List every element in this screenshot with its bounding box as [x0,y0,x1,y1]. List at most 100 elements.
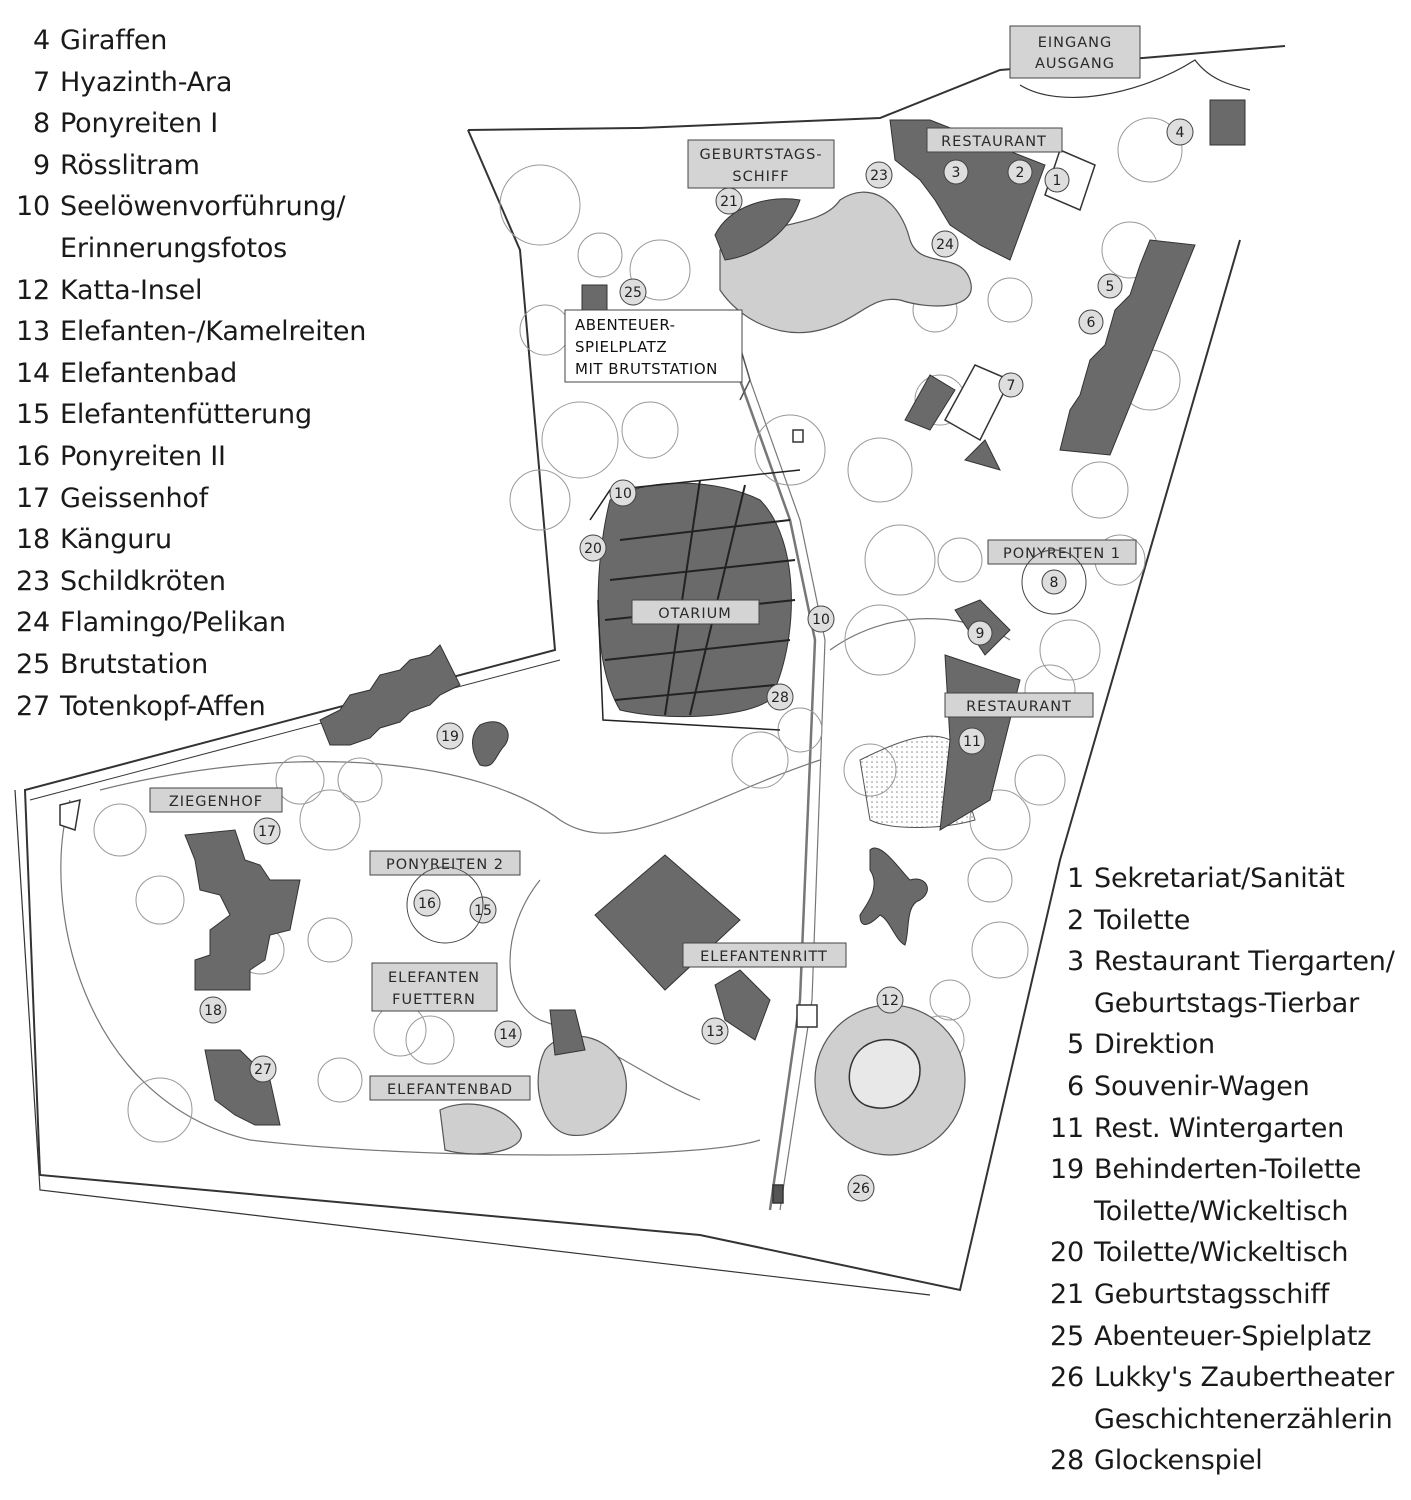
svg-text:RESTAURANT: RESTAURANT [966,699,1072,715]
legend-number: 26 [1050,1362,1084,1394]
svg-text:23: 23 [870,168,888,184]
legend-text: Elefantenbad [60,357,238,389]
legend-text: Direktion [1094,1029,1215,1061]
badge-10b: 10 [807,605,835,633]
svg-text:6: 6 [1087,315,1096,331]
svg-text:10: 10 [812,612,830,628]
legend-text: Ponyreiten I [60,108,219,140]
svg-text:1: 1 [1053,173,1062,189]
svg-text:4: 4 [1176,125,1185,141]
legend-text: Schildkröten [60,565,226,597]
legend-text: Rösslitram [60,149,200,181]
legend-number: 10 [16,191,50,223]
legend-number: 15 [16,399,50,431]
legend-text: Seelöwenvorführung/ [60,191,346,223]
restaurant-north-label: RESTAURANT [926,127,1063,153]
legend-number: 8 [33,108,50,140]
badge-6: 6 [1078,309,1104,335]
svg-text:ELEFANTEN: ELEFANTEN [388,970,480,986]
legend-number: 7 [33,66,50,98]
svg-text:GEBURTSTAGS-: GEBURTSTAGS- [699,147,822,163]
legend-text: Sekretariat/Sanität [1094,863,1345,894]
legend-number: 16 [16,440,50,472]
legend-text: Geissenhof [60,482,209,514]
badge-1: 1 [1044,167,1070,193]
badge-25: 25 [619,278,647,306]
legend-text: Geburtstagsschiff [1094,1278,1330,1310]
legend-number: 11 [1050,1112,1084,1144]
badge-17: 17 [253,817,281,845]
legend-text: Toilette [1094,904,1191,936]
legend-text: Souvenir-Wagen [1094,1070,1310,1102]
svg-text:ELEFANTENRITT: ELEFANTENRITT [700,949,828,965]
badge-9: 9 [967,620,993,646]
badge-21: 21 [715,187,743,215]
badge-20: 20 [579,534,607,562]
legend-text: Elefantenfütterung [60,399,312,431]
legend-number: 21 [1050,1278,1084,1310]
svg-text:EINGANG: EINGANG [1038,35,1113,51]
svg-text:21: 21 [720,194,738,210]
svg-text:13: 13 [706,1024,724,1040]
svg-text:PONYREITEN 1: PONYREITEN 1 [1003,546,1121,562]
svg-text:26: 26 [852,1181,870,1197]
legend-text: Giraffen [60,25,168,56]
legend-text: Elefanten-/Kamelreiten [60,316,367,348]
legend-text: Erinnerungsfotos [60,232,288,264]
badge-11: 11 [958,727,986,755]
legend-number: 9 [33,149,50,181]
svg-text:PONYREITEN 2: PONYREITEN 2 [386,857,504,873]
badge-2: 2 [1007,159,1033,185]
svg-text:ELEFANTENBAD: ELEFANTENBAD [387,1082,513,1098]
svg-text:10: 10 [614,486,632,502]
adventure-playground-label: ABENTEUER- SPIELPLATZ MIT BRUTSTATION [564,309,743,383]
svg-text:27: 27 [254,1062,272,1078]
legend-number: 19 [1050,1154,1084,1186]
legend-text: Geschichtenerzählerin [1094,1403,1393,1435]
svg-text:2: 2 [1016,165,1025,181]
ponyreiten-2-label: PONYREITEN 2 [369,850,521,876]
badge-26: 26 [847,1174,875,1202]
badge-28: 28 [766,683,794,711]
svg-text:11: 11 [963,734,981,750]
legend-number: 5 [1067,1029,1084,1061]
legend-number: 25 [16,648,50,680]
elefantenbad-label: ELEFANTENBAD [369,1075,531,1101]
badge-4: 4 [1166,118,1194,146]
legend-number: 23 [16,565,50,597]
walking-paths [60,379,1011,1211]
legend-number: 17 [16,482,50,514]
svg-text:ZIEGENHOF: ZIEGENHOF [169,794,263,810]
badge-27: 27 [249,1055,277,1083]
badge-10a: 10 [609,479,637,507]
legend-number: 3 [1067,946,1084,978]
legend-number: 28 [1050,1445,1084,1477]
legend-text: Rest. Wintergarten [1094,1112,1345,1144]
legend-number: 4 [33,25,50,56]
svg-text:12: 12 [881,993,899,1009]
badge-23: 23 [865,161,893,189]
svg-text:16: 16 [418,896,436,912]
legend-text: Restaurant Tiergarten/ [1094,946,1395,978]
legend-number: 24 [16,607,50,639]
legend-text: Behinderten-Toilette [1094,1154,1362,1186]
legend-number: 18 [16,524,50,556]
legend-text: Hyazinth-Ara [60,66,233,98]
svg-text:9: 9 [976,626,985,642]
pony-rings [406,549,1087,944]
legend-number: 25 [1050,1320,1084,1352]
legend-text: Känguru [60,524,172,556]
badge-13: 13 [701,1017,729,1045]
legend-text: Toilette/Wickeltisch [1094,1237,1349,1269]
svg-text:28: 28 [771,690,789,706]
svg-text:20: 20 [584,541,602,557]
legend-text: Abenteuer-Spielplatz [1094,1320,1372,1352]
ponyreiten-1-label: PONYREITEN 1 [987,539,1137,565]
svg-text:AUSGANG: AUSGANG [1035,56,1115,72]
svg-text:25: 25 [624,285,642,301]
elefanten-fuettern-label: ELEFANTEN FUETTERN [371,962,498,1012]
svg-text:ABENTEUER-: ABENTEUER- [575,316,676,334]
legend-text: Lukky's Zaubertheater [1094,1362,1394,1394]
legend-text: Geburtstags-Tierbar [1094,987,1360,1019]
